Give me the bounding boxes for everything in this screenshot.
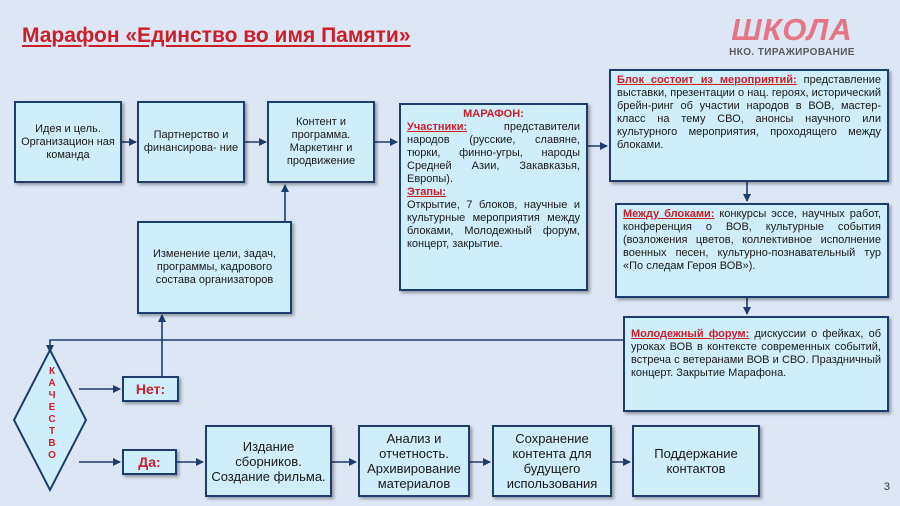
block-text: представление выставки, презентации о на… — [617, 74, 881, 151]
support-text: Поддержание контактов — [654, 446, 738, 476]
no-label: Нет: — [135, 380, 166, 397]
page-number: 3 — [883, 481, 890, 493]
quality-letter: Ч — [48, 390, 56, 401]
content-box: Контент и программа. Маркетинг и продвиж… — [267, 101, 375, 183]
quality-letter: С — [48, 414, 56, 425]
participants-text: представители народов (русские, славяне,… — [407, 121, 580, 185]
youth-forum-text: дискуссии о фейках, об уроках ВОВ в конт… — [631, 328, 882, 379]
quality-letter: В — [48, 438, 56, 449]
between-box: Между блоками: конкурсы эссе, научных ра… — [615, 203, 889, 298]
logo-main-text: ШКОЛА — [731, 12, 853, 47]
quality-letter: О — [48, 450, 56, 461]
stages-text: Открытие, 7 блоков, научные и культурные… — [407, 199, 580, 250]
school-logo: ШКОЛА НКО. ТИРАЖИРОВАНИЕ — [716, 12, 868, 59]
quality-label: К А Ч Е С Т В О — [45, 366, 59, 462]
no-box: Нет: — [122, 376, 179, 402]
quality-letter: А — [48, 378, 56, 389]
analysis-box: Анализ и отчетность. Архивирование матер… — [358, 425, 470, 497]
marathon-title: МАРАФОН: — [463, 108, 524, 120]
publish-text: Издание сборников. Создание фильма. — [211, 438, 326, 484]
change-text: Изменение цели, задач, программы, кадров… — [152, 248, 277, 286]
block-box: Блок состоит из мероприятий: представлен… — [609, 69, 889, 182]
yes-box: Да: — [122, 449, 177, 475]
save-box: Сохранение контента для будущего использ… — [492, 425, 612, 497]
analysis-text: Анализ и отчетность. Архивирование матер… — [367, 431, 461, 491]
block-label: Блок состоит из мероприятий: — [617, 74, 797, 86]
idea-box: Идея и цель. Организацион ная команда — [14, 101, 122, 183]
youth-forum-label: Молодежный форум: — [631, 328, 750, 340]
yes-label: Да: — [138, 453, 161, 470]
support-box: Поддержание контактов — [632, 425, 760, 497]
save-text: Сохранение контента для будущего использ… — [506, 431, 598, 491]
content-text: Контент и программа. Маркетинг и продвиж… — [286, 116, 356, 167]
quality-diamond — [12, 347, 88, 493]
participants-label: Участники: — [407, 121, 468, 133]
idea-text: Идея и цель. Организацион ная команда — [21, 122, 115, 161]
change-box: Изменение цели, задач, программы, кадров… — [137, 221, 292, 314]
youth-forum-box: Молодежный форум: дискуссии о фейках, об… — [623, 316, 889, 412]
marathon-box: МАРАФОН: Участники: представители народо… — [399, 103, 588, 291]
arrow-youth-quality — [46, 339, 623, 353]
quality-letter: Т — [48, 426, 56, 437]
partnership-text: Партнерство и финансирова- ние — [143, 129, 239, 154]
logo-sub-text: НКО. ТИРАЖИРОВАНИЕ — [729, 47, 855, 58]
between-text: конкурсы эссе, научных работ, конференци… — [623, 208, 881, 272]
between-label: Между блоками: — [623, 208, 715, 220]
stages-label: Этапы: — [407, 186, 447, 198]
partnership-box: Партнерство и финансирова- ние — [137, 101, 245, 183]
page-title: Марафон «Единство во имя Памяти» — [22, 24, 411, 47]
quality-letter: Е — [48, 402, 56, 413]
publish-box: Издание сборников. Создание фильма. — [205, 425, 332, 497]
quality-letter: К — [48, 366, 56, 377]
